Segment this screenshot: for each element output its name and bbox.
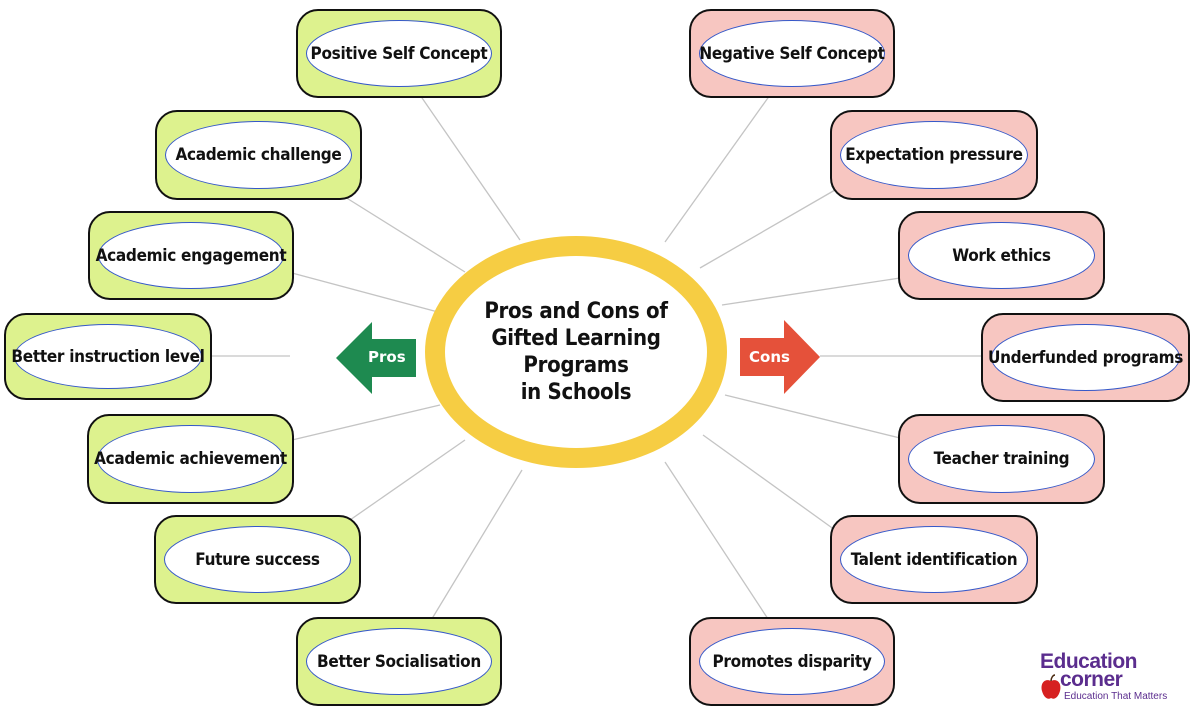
pros-arrow-shape: [336, 322, 416, 394]
con-node-2: Expectation pressure: [830, 110, 1038, 200]
con-label: Promotes disparity: [712, 651, 872, 672]
connector-line: [349, 439, 466, 521]
con-oval: Work ethics: [908, 222, 1095, 289]
pros-arrow: Pros: [336, 322, 416, 394]
connector-line: [699, 189, 836, 269]
con-node-5: Teacher training: [898, 414, 1105, 504]
con-node-6: Talent identification: [830, 515, 1038, 604]
con-label: Underfunded programs: [987, 347, 1184, 368]
connector-line: [344, 196, 466, 273]
con-oval: Teacher training: [908, 425, 1095, 493]
title-line: Gifted Learning Programs: [491, 326, 661, 378]
pro-label: Better Socialisation: [317, 651, 481, 672]
pro-label: Academic challenge: [175, 145, 342, 165]
title-line: in Schools: [520, 380, 632, 405]
con-node-7: Promotes disparity: [689, 617, 895, 706]
connector-line: [429, 469, 523, 623]
pro-node-2: Academic challenge: [155, 110, 362, 200]
pro-label: Future success: [195, 549, 320, 570]
apple-icon: [1041, 674, 1061, 699]
logo-line1: Education: [1040, 650, 1138, 673]
pro-oval: Academic challenge: [165, 121, 352, 189]
con-oval: Expectation pressure: [840, 121, 1028, 189]
pro-oval: Better Socialisation: [306, 628, 492, 695]
connector-line: [291, 272, 439, 313]
con-label: Expectation pressure: [845, 145, 1023, 165]
cons-arrow-shape: [740, 320, 820, 394]
pro-label: Academic achievement: [94, 449, 287, 469]
logo-line2: corner: [1060, 668, 1123, 691]
con-oval: Promotes disparity: [699, 628, 885, 695]
pro-node-4: Better instruction level: [4, 313, 212, 400]
pro-oval: Better instruction level: [11, 324, 205, 389]
pro-node-7: Better Socialisation: [296, 617, 502, 706]
connector-line: [664, 461, 771, 623]
pro-node-5: Academic achievement: [87, 414, 294, 504]
pro-oval: Future success: [164, 526, 351, 593]
cons-arrow: Cons: [740, 320, 820, 394]
pros-arrow-label: Pros: [368, 348, 406, 366]
pro-node-6: Future success: [154, 515, 361, 604]
pro-oval: Positive Self Concept: [306, 20, 492, 87]
connector-line: [721, 277, 901, 306]
pro-label: Academic engagement: [95, 245, 287, 266]
con-label: Negative Self Concept: [699, 43, 885, 64]
connector-line: [702, 434, 836, 531]
con-oval: Underfunded programs: [987, 324, 1184, 391]
logo-tagline: Education That Matters: [1064, 691, 1168, 702]
pro-oval: Academic engagement: [95, 222, 287, 289]
pro-node-1: Positive Self Concept: [296, 9, 502, 98]
pro-label: Better instruction level: [11, 346, 205, 367]
con-node-3: Work ethics: [898, 211, 1105, 300]
con-label: Teacher training: [933, 449, 1070, 469]
con-node-4: Underfunded programs: [981, 313, 1190, 402]
cons-arrow-label: Cons: [749, 348, 790, 366]
con-oval: Talent identification: [840, 526, 1028, 593]
education-corner-logo: Education corner Education That Matters: [1038, 650, 1188, 708]
pro-oval: Academic achievement: [94, 425, 287, 493]
pro-node-3: Academic engagement: [88, 211, 294, 300]
connector-line: [291, 404, 441, 441]
connector-line: [419, 94, 521, 241]
con-oval: Negative Self Concept: [699, 20, 885, 87]
con-node-1: Negative Self Concept: [689, 9, 895, 98]
con-label: Talent identification: [850, 549, 1018, 570]
connector-line: [664, 94, 771, 243]
title-line: Pros and Cons of: [484, 299, 668, 324]
pro-label: Positive Self Concept: [310, 43, 488, 64]
con-label: Work ethics: [952, 245, 1051, 266]
connector-line: [724, 394, 901, 439]
